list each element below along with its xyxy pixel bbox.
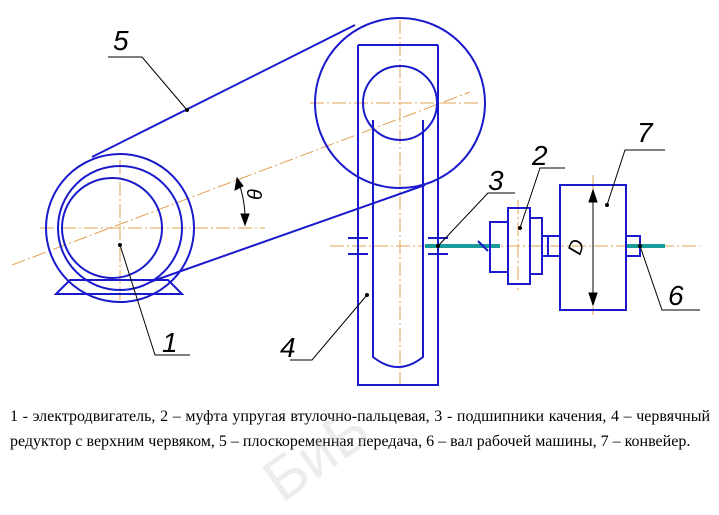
label-4: 4 <box>280 332 296 363</box>
reference-dots <box>118 108 642 297</box>
figure-caption: 1 - электродвигатель, 2 – муфта упругая … <box>10 408 710 450</box>
label-7: 7 <box>637 117 654 148</box>
motor-middle-circle <box>57 165 183 291</box>
motor-pulley-circle <box>61 177 163 279</box>
bearings <box>348 237 448 255</box>
diameter-label: D <box>564 237 590 258</box>
label-6: 6 <box>668 280 684 311</box>
leader-lines <box>108 56 700 361</box>
worm-reducer <box>357 44 439 386</box>
belt-axis-line <box>11 91 471 266</box>
pulley-outer-circle <box>314 17 486 189</box>
coupling-pin-line <box>477 240 489 252</box>
theta-angle <box>234 176 250 227</box>
belt-lower-span <box>149 184 426 283</box>
motor-base <box>53 279 185 295</box>
drum-left-neck <box>547 235 561 257</box>
conveyor-drum <box>547 184 641 311</box>
leader-4 <box>290 294 368 361</box>
leader-7 <box>606 149 665 206</box>
label-2: 2 <box>531 140 548 171</box>
leader-5 <box>108 56 188 111</box>
leader-6 <box>639 245 700 311</box>
belt-upper-span <box>91 24 356 158</box>
leader-2 <box>519 167 565 229</box>
motor-outer-circle <box>45 153 195 303</box>
label-3: 3 <box>488 165 504 196</box>
reducer-inner-body <box>372 120 424 368</box>
theta-label: θ <box>245 189 267 200</box>
leader-3 <box>437 192 515 247</box>
label-1: 1 <box>162 327 178 358</box>
label-5: 5 <box>113 25 129 56</box>
leader-1 <box>119 244 190 356</box>
flat-belt <box>91 24 426 283</box>
centerlines <box>11 20 700 388</box>
electric-motor <box>45 153 195 303</box>
diameter-dimension <box>588 188 598 307</box>
kinematic-scheme: 1 2 3 4 5 6 7 θ D <box>11 17 700 388</box>
mechanism-outline <box>45 17 641 386</box>
